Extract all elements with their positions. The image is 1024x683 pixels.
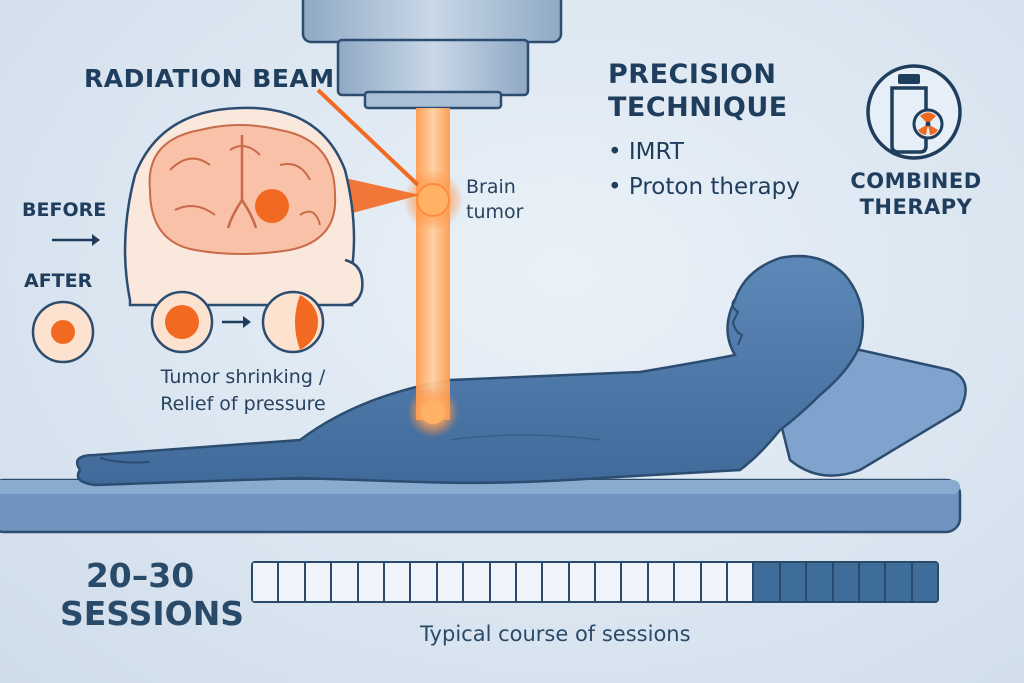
- session-segment: [437, 563, 465, 601]
- combined-line2: THERAPY: [859, 195, 973, 219]
- session-segment: [569, 563, 597, 601]
- technique-bullet-imrt: • IMRT: [608, 139, 684, 165]
- radiation-beam-title: RADIATION BEAM: [84, 64, 335, 93]
- tumor-shrinking-line2: Relief of pressure: [160, 393, 326, 415]
- session-segment: [807, 563, 834, 601]
- session-segment: [279, 563, 306, 601]
- session-segment: [384, 563, 412, 601]
- session-segment: [490, 563, 517, 601]
- brain-tumor-marker: [255, 189, 289, 223]
- before-label: BEFORE: [22, 199, 107, 221]
- tumor-before-circle: [150, 290, 214, 354]
- after-tumor-circle: [31, 300, 95, 364]
- after-label: AFTER: [24, 270, 93, 292]
- sessions-count-word: SESSIONS: [60, 594, 245, 633]
- precision-technique-title: PRECISION TECHNIQUE: [608, 58, 788, 124]
- sessions-progress-bar: [251, 561, 939, 603]
- course-caption: Typical course of sessions: [420, 622, 691, 646]
- sessions-count-range: 20–30: [85, 556, 195, 595]
- session-segment: [543, 563, 570, 601]
- head-with-brain: [123, 106, 364, 307]
- session-segment: [358, 563, 385, 601]
- session-segment: [622, 563, 649, 601]
- combined-line1: COMBINED: [850, 169, 982, 193]
- brain-tumor-label: Brain tumor: [466, 175, 536, 225]
- precision-title-line1: PRECISION: [608, 59, 777, 90]
- session-segment: [886, 563, 913, 601]
- tumor-shrinking-line1: Tumor shrinking /: [160, 366, 326, 388]
- tumor-after-circle: [261, 290, 325, 354]
- session-segment: [596, 563, 623, 601]
- session-segment: [253, 563, 280, 601]
- before-after-arrow: [52, 234, 100, 246]
- shrink-arrow: [222, 316, 251, 328]
- session-segment: [675, 563, 702, 601]
- session-segment: [305, 563, 333, 601]
- session-segment: [464, 563, 491, 601]
- sessions-count: 20–30 SESSIONS: [60, 556, 245, 633]
- brain-tumor-text: Brain tumor: [466, 176, 524, 223]
- radiation-beam: [316, 88, 463, 438]
- session-segment: [728, 563, 755, 601]
- patient-figure: [75, 254, 865, 487]
- session-segment: [701, 563, 729, 601]
- session-segment: [754, 563, 781, 601]
- session-segment: [833, 563, 860, 601]
- precision-title-line2: TECHNIQUE: [608, 92, 788, 123]
- medicine-vial-radiation-icon: [866, 64, 962, 160]
- technique-bullet-proton: • Proton therapy: [608, 174, 800, 200]
- session-segment: [859, 563, 887, 601]
- session-segment: [411, 563, 438, 601]
- session-segment: [780, 563, 808, 601]
- session-segment: [912, 563, 938, 601]
- tumor-shrinking-caption: Tumor shrinking / Relief of pressure: [138, 364, 348, 418]
- session-segment: [332, 563, 359, 601]
- combined-therapy-title: COMBINED THERAPY: [846, 168, 986, 220]
- radiation-machine: [301, 0, 563, 110]
- session-segment: [648, 563, 676, 601]
- session-segment: [516, 563, 544, 601]
- treatment-table: [0, 478, 962, 534]
